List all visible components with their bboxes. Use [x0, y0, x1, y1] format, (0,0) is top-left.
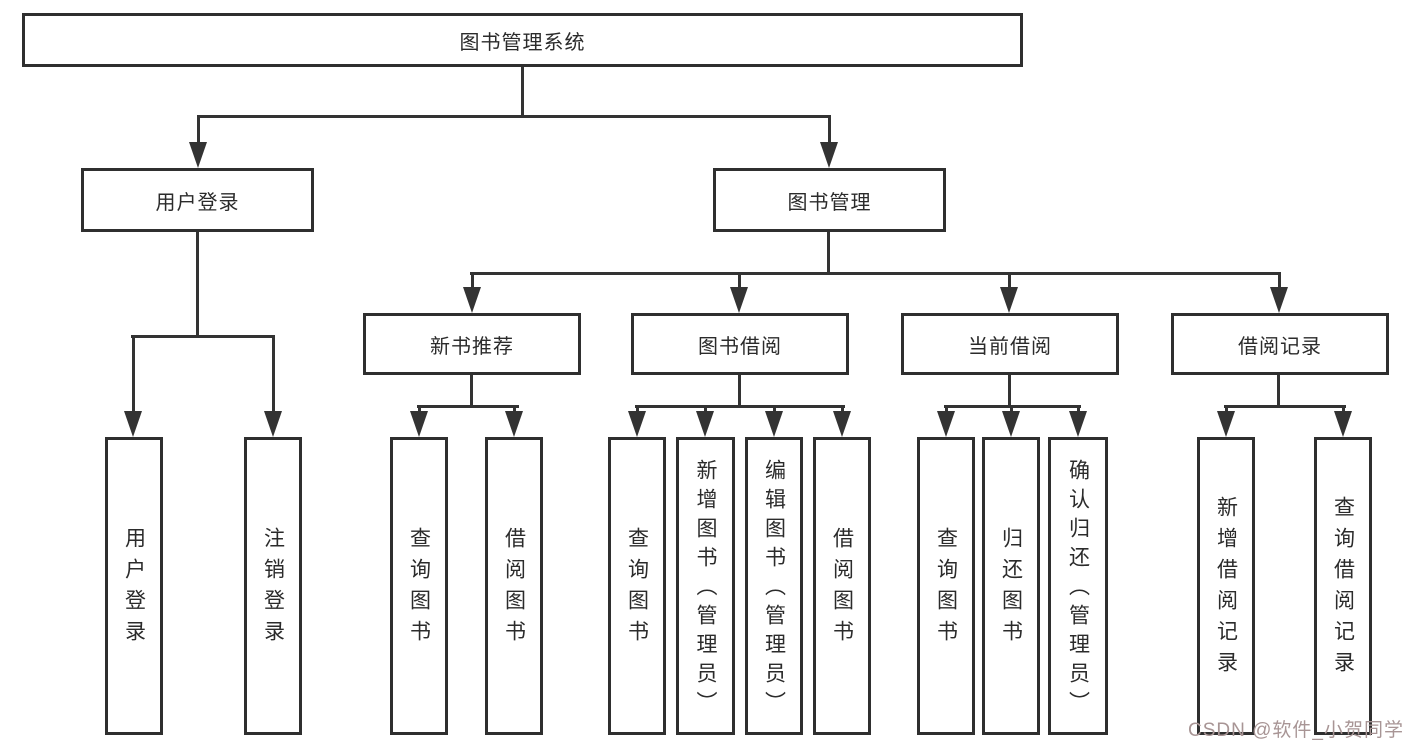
arrow-down-borrow-query	[628, 405, 646, 437]
arrow-down-borrow-edit	[765, 405, 783, 437]
arrow-down-current-return	[1002, 405, 1020, 437]
connector-current-vline	[1008, 375, 1011, 408]
arrow-down-to-current-borrow	[1000, 272, 1018, 313]
leaf-borrow-query-books: 查询图书	[608, 437, 666, 735]
arrow-down-borrow-borrow	[833, 405, 851, 437]
connector-records-hline	[1224, 405, 1346, 408]
arrow-down-current-query	[937, 405, 955, 437]
leaf-recommend-query-books: 查询图书	[390, 437, 448, 735]
connector-user-login-hline	[131, 335, 275, 338]
arrow-down-to-user-login	[189, 115, 207, 168]
node-book-management: 图书管理	[713, 168, 946, 232]
csdn-watermark: CSDN @软件_小贺同学	[1188, 720, 1404, 741]
arrow-down-recommend-query	[410, 405, 428, 437]
connector-records-vline	[1277, 375, 1280, 408]
node-current-borrow: 当前借阅	[901, 313, 1119, 375]
connector-borrow-vline	[738, 375, 741, 408]
connector-root-vline	[521, 67, 524, 118]
connector-user-login-vline	[196, 232, 199, 338]
arrow-down-borrow-add	[696, 405, 714, 437]
leaf-logout: 注销登录	[244, 437, 302, 735]
leaf-add-borrow-record: 新增借阅记录	[1197, 437, 1255, 735]
arrow-down-to-book-borrow	[730, 272, 748, 313]
arrow-down-to-new-book-recommend	[463, 272, 481, 313]
arrow-down-to-leaf-logout	[264, 335, 282, 437]
leaf-current-query-books: 查询图书	[917, 437, 975, 735]
connector-current-hline	[944, 405, 1081, 408]
node-book-borrow: 图书借阅	[631, 313, 849, 375]
connector-book-mgmt-hline	[470, 272, 1281, 275]
connector-book-mgmt-vline	[827, 232, 830, 275]
arrow-down-current-confirm	[1069, 405, 1087, 437]
node-borrow-records: 借阅记录	[1171, 313, 1389, 375]
arrow-down-to-borrow-records	[1270, 272, 1288, 313]
connector-recommend-hline	[417, 405, 519, 408]
leaf-borrow-books: 借阅图书	[813, 437, 871, 735]
leaf-recommend-borrow-books: 借阅图书	[485, 437, 543, 735]
leaf-edit-books-admin: 编辑图书（管理员）	[745, 437, 803, 735]
connector-recommend-vline	[470, 375, 473, 408]
node-new-book-recommend: 新书推荐	[363, 313, 581, 375]
leaf-return-books: 归还图书	[982, 437, 1040, 735]
node-user-login: 用户登录	[81, 168, 314, 232]
arrow-down-recommend-borrow	[505, 405, 523, 437]
leaf-user-login: 用户登录	[105, 437, 163, 735]
arrow-down-to-leaf-user-login	[124, 335, 142, 437]
leaf-query-borrow-record: 查询借阅记录	[1314, 437, 1372, 735]
leaf-add-books-admin: 新增图书（管理员）	[676, 437, 735, 735]
arrow-down-records-add	[1217, 405, 1235, 437]
arrow-down-to-book-management	[820, 115, 838, 168]
leaf-confirm-return-admin: 确认归还（管理员）	[1048, 437, 1108, 735]
arrow-down-records-query	[1334, 405, 1352, 437]
connector-root-hline	[197, 115, 831, 118]
connector-borrow-hline	[635, 405, 845, 408]
node-root-system: 图书管理系统	[22, 13, 1023, 67]
